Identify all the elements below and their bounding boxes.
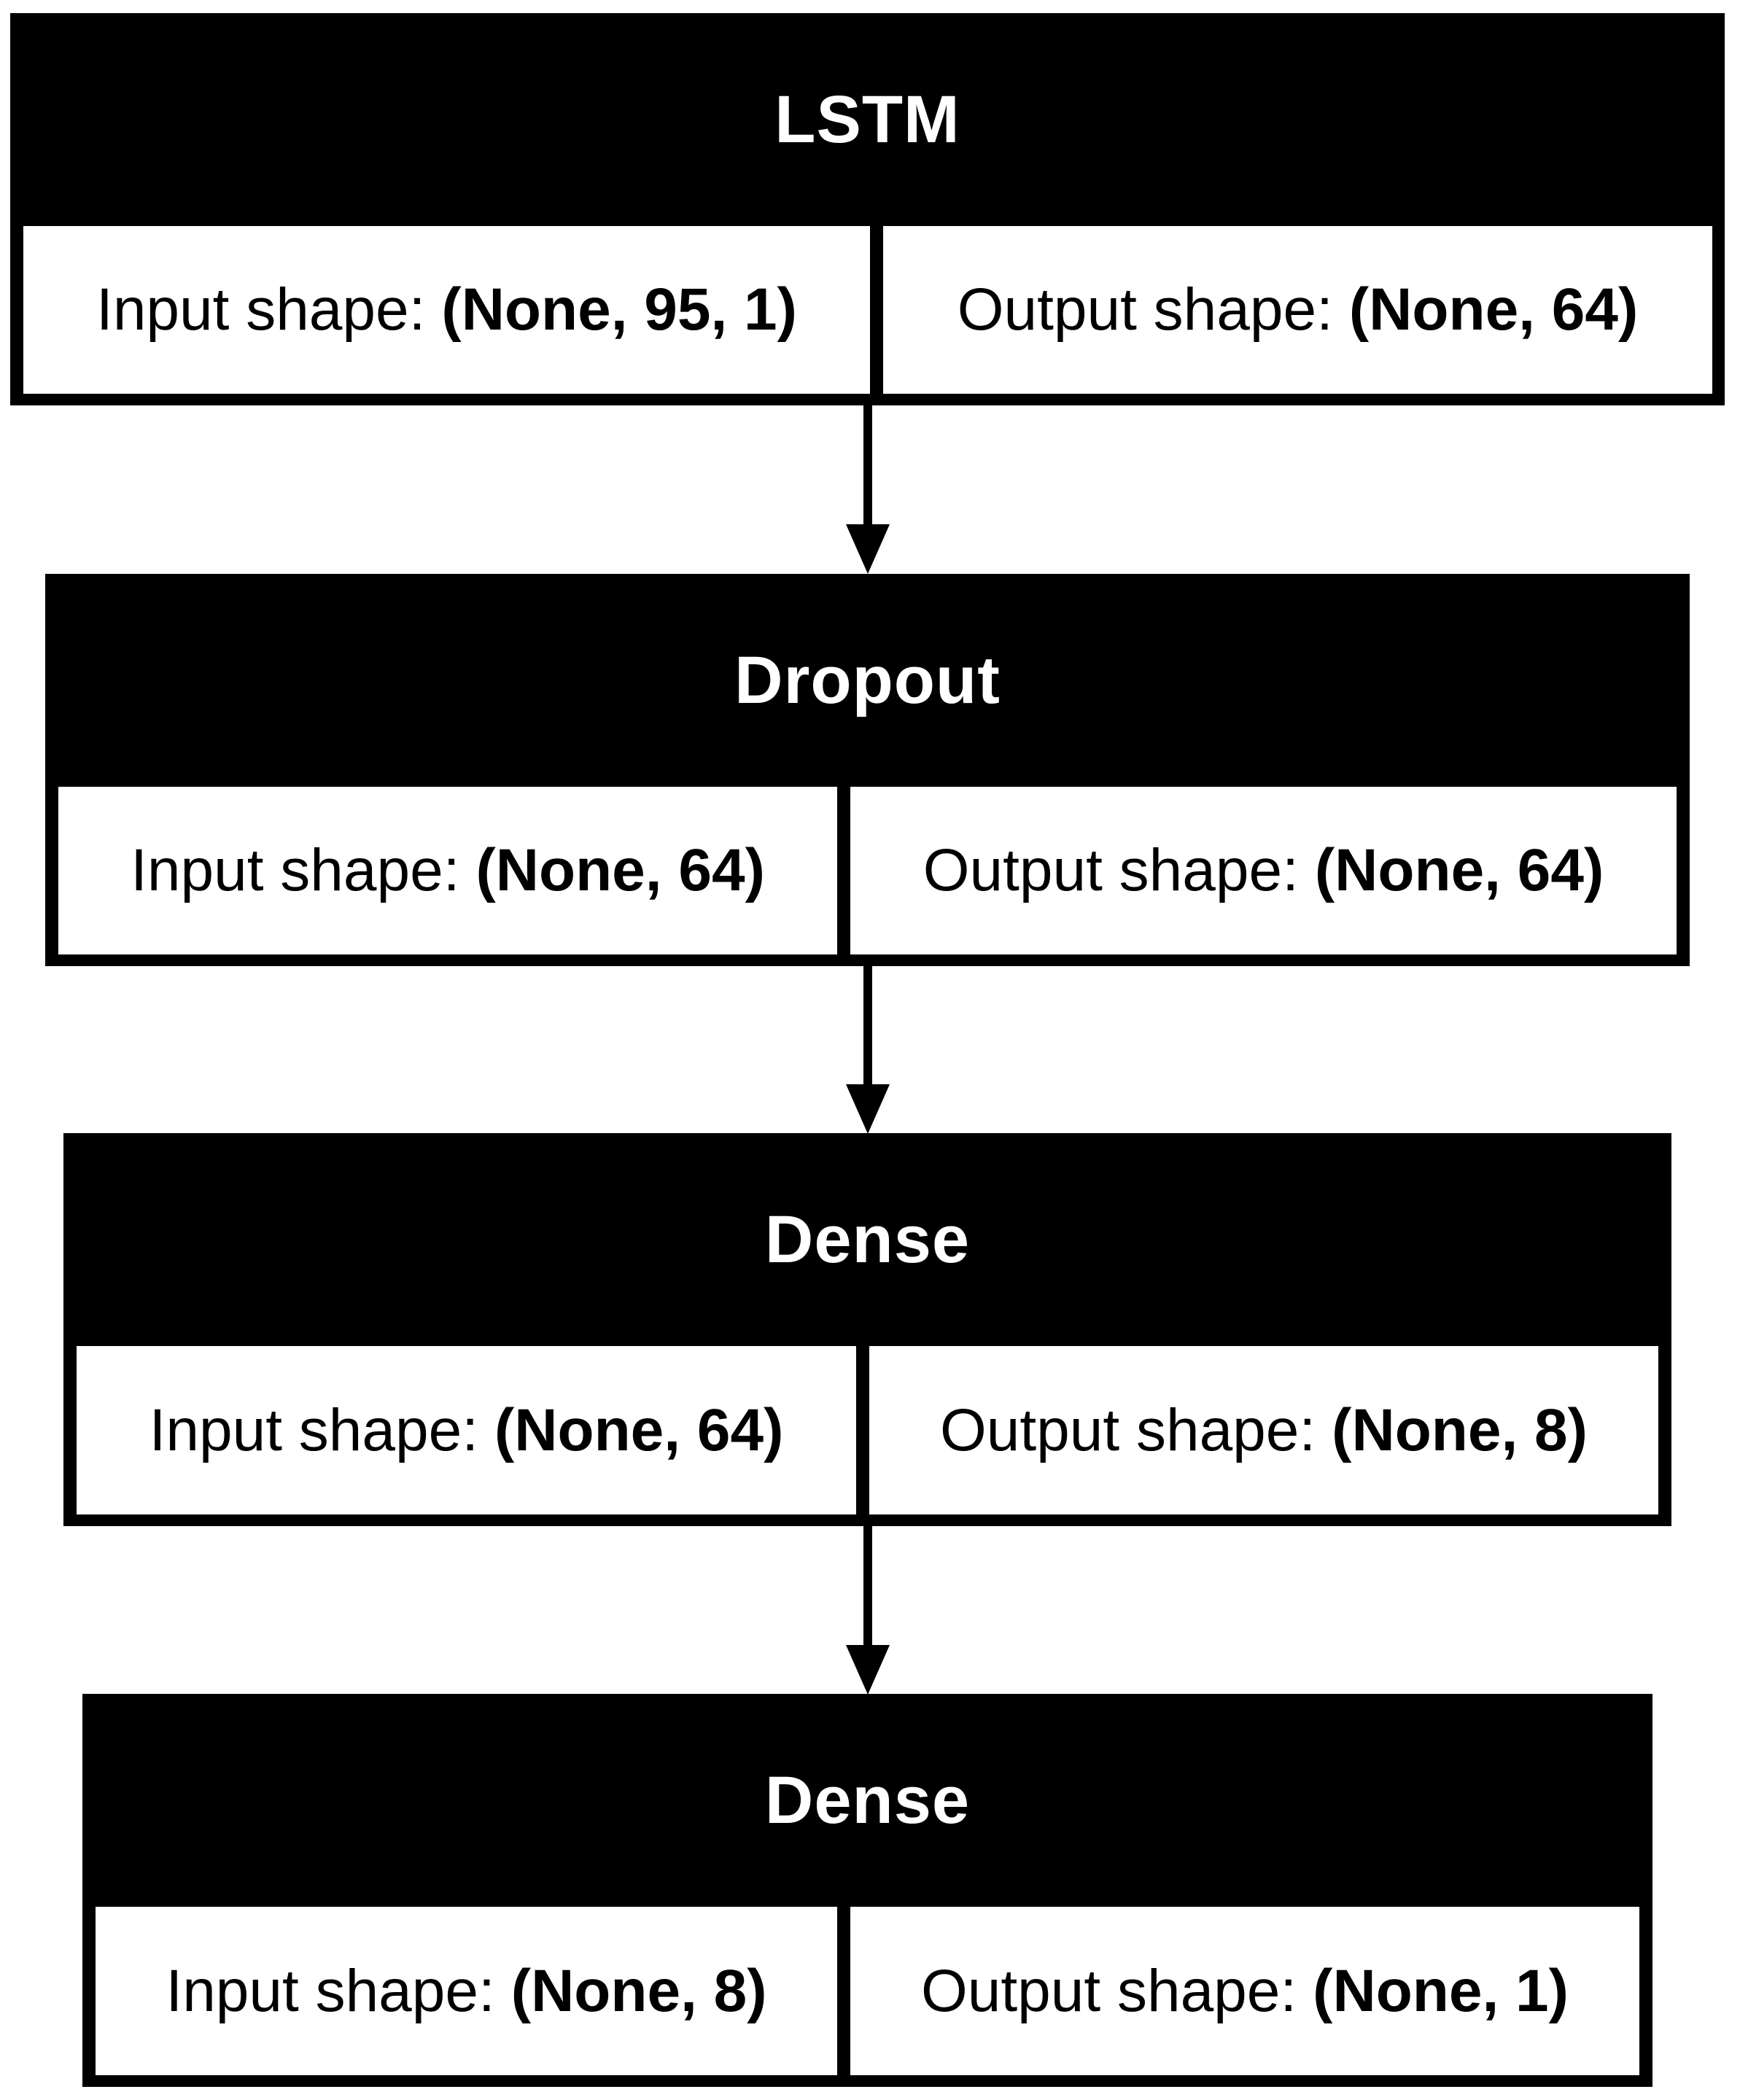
output-shape-cell: Output shape: (None, 8) [869,1346,1658,1514]
input-shape-label: Input shape: [166,1957,495,2024]
edge-line [863,966,872,1087]
layer-title: LSTM [774,82,960,157]
input-shape-value: (None, 64) [475,837,765,903]
layer-node-lstm: LSTM Input shape: (None, 95, 1) Output s… [10,13,1725,405]
input-shape-label: Input shape: [96,276,426,343]
input-shape-cell: Input shape: (None, 64) [58,787,837,954]
edge-line [863,405,872,526]
output-shape-cell: Output shape: (None, 64) [850,787,1677,954]
input-shape-label: Input shape: [131,837,460,903]
layer-node-dense-2: Dense Input shape: (None, 8) Output shap… [82,1694,1652,2087]
output-shape-label: Output shape: [921,1957,1297,2024]
output-shape-label: Output shape: [957,276,1333,343]
output-shape-value: (None, 64) [1314,837,1604,903]
layer-title: Dropout [734,642,1001,718]
output-shape-value: (None, 1) [1313,1957,1569,2024]
edge-line [863,1526,872,1647]
output-shape-value: (None, 64) [1348,276,1639,343]
output-shape-label: Output shape: [923,837,1299,903]
input-shape-value: (None, 95, 1) [441,276,797,343]
output-shape-value: (None, 8) [1332,1396,1588,1463]
arrow-down-icon [846,1645,890,1695]
input-shape-cell: Input shape: (None, 95, 1) [23,226,870,394]
layer-node-dropout: Dropout Input shape: (None, 64) Output s… [45,574,1690,966]
arrow-down-icon [846,1084,890,1134]
input-shape-cell: Input shape: (None, 64) [77,1346,856,1514]
input-shape-label: Input shape: [149,1396,478,1463]
output-shape-cell: Output shape: (None, 64) [883,226,1712,394]
output-shape-cell: Output shape: (None, 1) [850,1907,1639,2075]
layer-title: Dense [764,1202,971,1277]
output-shape-label: Output shape: [940,1396,1316,1463]
input-shape-value: (None, 64) [494,1396,784,1463]
layer-node-dense-1: Dense Input shape: (None, 64) Output sha… [63,1133,1671,1526]
input-shape-value: (None, 8) [510,1957,767,2024]
input-shape-cell: Input shape: (None, 8) [96,1907,837,2075]
arrow-down-icon [846,524,890,574]
layer-title: Dense [764,1762,971,1838]
